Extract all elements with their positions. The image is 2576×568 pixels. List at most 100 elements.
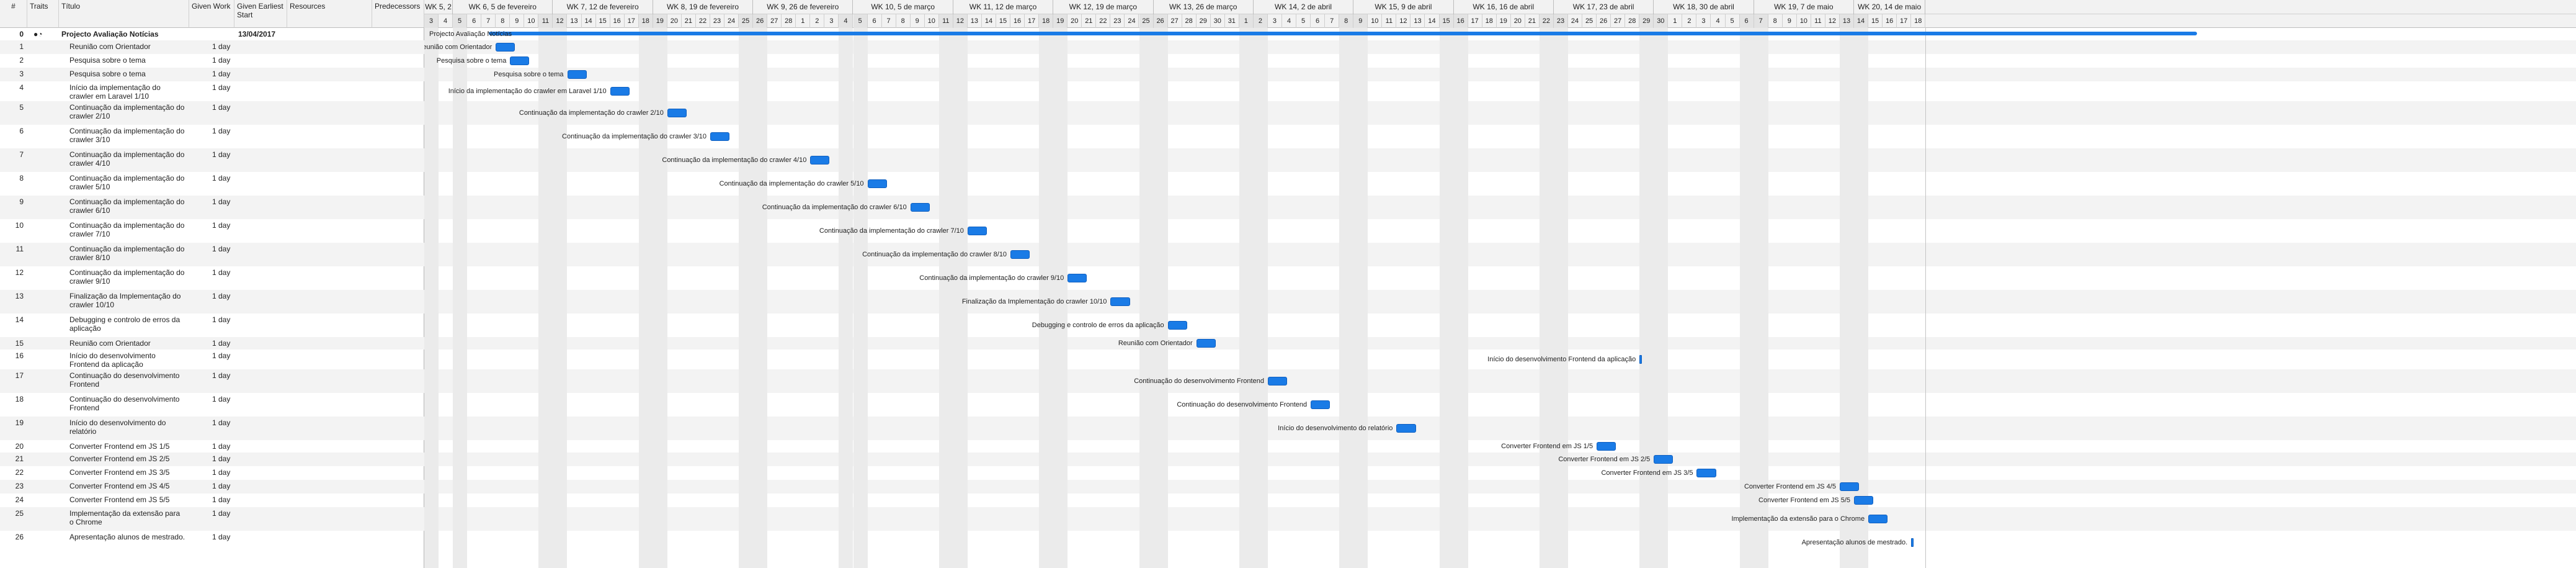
weekend-shade	[1139, 28, 1154, 568]
summary-bar[interactable]	[488, 32, 2198, 35]
task-bar[interactable]	[1854, 496, 1874, 505]
task-bar[interactable]	[1167, 321, 1187, 330]
summary-bar-label: Projecto Avaliação Notícias	[429, 30, 512, 38]
col-header-num[interactable]: #	[0, 0, 27, 28]
day-label: 1	[1668, 14, 1683, 28]
row-number: 1	[19, 42, 24, 51]
task-bar[interactable]	[810, 156, 830, 165]
task-bar[interactable]	[1010, 250, 1030, 259]
task-title: Início do desenvolvimento do relatório	[69, 418, 166, 436]
col-header-title[interactable]: Título	[59, 0, 189, 28]
task-given-work: 1 day	[212, 418, 231, 427]
task-bar[interactable]	[1868, 515, 1888, 523]
task-bar[interactable]	[867, 179, 887, 188]
day-label: 26	[1597, 14, 1611, 28]
task-bar[interactable]	[1911, 538, 1914, 547]
day-label: 20	[667, 14, 682, 28]
task-title: Início do desenvolvimento Frontend da ap…	[69, 351, 156, 369]
task-title: Continuação da implementação do crawler …	[69, 127, 185, 144]
task-bar[interactable]	[567, 70, 587, 79]
col-header-earliest-start[interactable]: Given Earliest Start	[234, 0, 287, 28]
task-bar[interactable]	[1267, 377, 1288, 385]
col-header-given-work[interactable]: Given Work	[189, 0, 234, 28]
task-bar[interactable]	[1696, 469, 1716, 477]
row-number: 23	[15, 482, 24, 490]
task-bar[interactable]	[1639, 355, 1642, 364]
day-label: 25	[1139, 14, 1154, 28]
task-bar[interactable]	[1597, 442, 1616, 451]
task-bar[interactable]	[710, 132, 730, 141]
task-given-work: 1 day	[212, 245, 231, 253]
day-label: 22	[696, 14, 710, 28]
task-bar-label: Pesquisa sobre o tema	[493, 71, 564, 78]
task-given-work: 1 day	[212, 351, 231, 360]
row-number: 2	[19, 56, 24, 65]
week-label: WK 10, 5 de março	[853, 0, 953, 14]
weekend-shade	[1353, 28, 1368, 568]
task-bar-label: Converter Frontend em JS 5/5	[1758, 497, 1850, 504]
weekend-shade	[953, 28, 968, 568]
day-label: 21	[1525, 14, 1540, 28]
day-label: 23	[1110, 14, 1125, 28]
task-bar[interactable]	[1311, 400, 1330, 409]
task-bar[interactable]	[1839, 482, 1860, 491]
task-bar[interactable]	[510, 56, 530, 65]
col-header-resources[interactable]: Resources	[287, 0, 372, 28]
task-bar[interactable]	[967, 227, 987, 235]
task-bar[interactable]	[667, 109, 687, 117]
day-label: 8	[896, 14, 911, 28]
task-given-work: 1 day	[212, 495, 231, 504]
task-given-work: 1 day	[212, 339, 231, 348]
task-title: Início da implementação do crawler em La…	[69, 83, 161, 101]
task-bar[interactable]	[496, 43, 515, 52]
task-bar[interactable]	[1654, 455, 1674, 464]
task-bar-label: Reunião com Orientador	[424, 43, 492, 51]
task-bar[interactable]	[1067, 274, 1087, 282]
row-number: 20	[15, 442, 24, 451]
task-bar[interactable]	[1396, 424, 1416, 433]
row-number: 17	[15, 371, 24, 380]
day-label: 20	[1067, 14, 1082, 28]
task-bar[interactable]	[610, 87, 630, 96]
day-label: 9	[510, 14, 525, 28]
task-bar[interactable]	[1196, 339, 1216, 348]
task-bar[interactable]	[910, 203, 930, 212]
day-label: 12	[1825, 14, 1840, 28]
task-title: Continuação da implementação do crawler …	[69, 221, 185, 238]
col-header-predecessors[interactable]: Predecessors	[372, 0, 424, 28]
col-header-traits[interactable]: Traits	[27, 0, 59, 28]
task-bar-label: Continuação do desenvolvimento Frontend	[1134, 377, 1264, 385]
task-given-work: 1 day	[212, 221, 231, 230]
day-label: 10	[925, 14, 939, 28]
task-bar[interactable]	[1110, 297, 1130, 306]
